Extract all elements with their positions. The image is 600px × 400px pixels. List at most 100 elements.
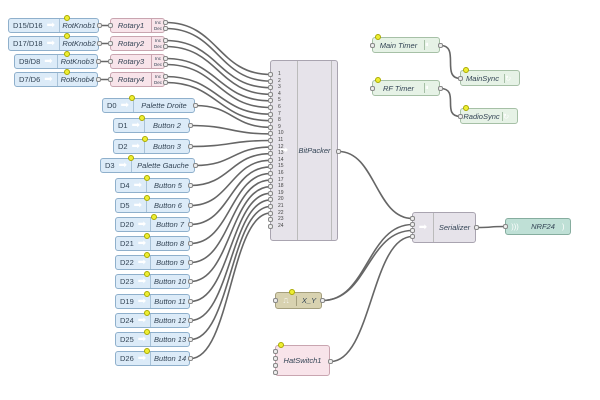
nrf24-input-port[interactable] — [503, 224, 508, 229]
rotary-knob-node[interactable]: D17/D18➡ RotKnob2 — [8, 33, 102, 51]
xy-node[interactable]: ⎍ X_Y — [273, 289, 325, 309]
serializer-input-port[interactable] — [410, 228, 415, 233]
button-output-port[interactable] — [188, 123, 193, 128]
bitpacker-input-port[interactable] — [268, 131, 273, 137]
button-node[interactable]: D4➡ Button 5 — [115, 175, 193, 193]
bitpacker-input-port[interactable] — [268, 157, 273, 163]
rotary-knob-node[interactable]: D7/D6➡ RotKnob4 — [14, 69, 101, 87]
serializer-output-port[interactable] — [474, 225, 479, 230]
bitpacker-input-port[interactable] — [268, 138, 273, 143]
bitpacker-input-port[interactable] — [268, 98, 273, 104]
timer-input-port[interactable] — [370, 43, 375, 48]
timer-node[interactable]: Main Timer ⏸ — [370, 34, 443, 53]
button-output-port[interactable] — [188, 144, 193, 149]
button-output-port[interactable] — [188, 318, 193, 323]
hatswitch-input-port[interactable] — [273, 349, 278, 354]
knob-output-port[interactable] — [97, 23, 102, 28]
button-output-port[interactable] — [188, 260, 193, 265]
bitpacker-input-port[interactable] — [268, 151, 273, 157]
timer-output-port[interactable] — [438, 86, 443, 91]
button-node[interactable]: D25➡ Button 13 — [115, 329, 193, 347]
bitpacker-input-port[interactable] — [268, 217, 273, 223]
bitpacker-input-port[interactable] — [268, 111, 273, 117]
rotary-inc-port[interactable] — [163, 74, 168, 79]
bitpacker-input-port[interactable] — [268, 164, 273, 170]
button-node[interactable]: D3➡ Palette Gauche — [100, 155, 198, 173]
button-node[interactable]: D20➡ Button 7 — [115, 214, 193, 232]
sync-input-port[interactable] — [458, 114, 463, 119]
bitpacker-input-port[interactable] — [268, 210, 273, 216]
button-output-port[interactable] — [188, 183, 193, 188]
button-output-port[interactable] — [188, 203, 193, 208]
serializer-node[interactable]: ➡ Serializer — [410, 212, 479, 243]
bitpacker-input-port[interactable] — [268, 118, 273, 124]
hatswitch-input-port[interactable] — [273, 356, 278, 361]
rotary-knob-node[interactable]: D9/D8➡ RotKnob3 — [14, 51, 101, 69]
bitpacker-input-port[interactable] — [268, 72, 273, 77]
rotary-inc-port[interactable] — [163, 20, 168, 25]
button-node[interactable]: D5➡ Button 6 — [115, 195, 193, 213]
bitpacker-input-port[interactable] — [268, 204, 273, 209]
button-node[interactable]: D1➡ Button 2 — [113, 115, 193, 133]
button-output-port[interactable] — [188, 356, 193, 361]
sync-node[interactable]: RadioSync ↻ — [458, 105, 518, 124]
rotary-dec-port[interactable] — [163, 26, 168, 31]
button-output-port[interactable] — [193, 163, 198, 168]
hatswitch-input-port[interactable] — [273, 370, 278, 375]
sync-input-port[interactable] — [458, 76, 463, 81]
button-node[interactable]: D23➡ Button 10 — [115, 271, 193, 289]
rotary-dec-port[interactable] — [163, 44, 168, 49]
bitpacker-input-port[interactable] — [268, 223, 273, 229]
rotary-knob-node[interactable]: D15/D16➡ RotKnob1 — [8, 15, 102, 33]
button-output-port[interactable] — [188, 299, 193, 304]
knob-output-port[interactable] — [97, 41, 102, 46]
xy-output-port[interactable] — [320, 298, 325, 303]
bitpacker-input-port[interactable] — [268, 197, 273, 203]
button-node[interactable]: D2➡ Button 3 — [113, 136, 193, 154]
bitpacker-input-port[interactable] — [268, 184, 273, 190]
bitpacker-input-port[interactable] — [268, 78, 273, 84]
bitpacker-input-port[interactable] — [268, 124, 273, 130]
rotary-inc-port[interactable] — [163, 56, 168, 61]
sync-node[interactable]: MainSync ↻ — [458, 67, 520, 86]
nrf24-node[interactable]: ))) NRF24 ) — [503, 218, 571, 235]
timer-node[interactable]: RF Timer ⏸ — [370, 77, 443, 96]
serializer-input-port[interactable] — [410, 222, 415, 227]
timer-output-port[interactable] — [438, 43, 443, 48]
timer-input-port[interactable] — [370, 86, 375, 91]
bitpacker-input-port[interactable] — [268, 144, 273, 150]
button-output-port[interactable] — [188, 337, 193, 342]
rotary-dec-port[interactable] — [163, 80, 168, 85]
xy-input-port[interactable] — [273, 298, 278, 303]
button-node[interactable]: D22➡ Button 9 — [115, 252, 193, 270]
rotary-input-port[interactable] — [108, 41, 113, 46]
rotary-input-port[interactable] — [108, 23, 113, 28]
button-output-port[interactable] — [188, 222, 193, 227]
rotary-input-port[interactable] — [108, 77, 113, 82]
bitpacker-input-port[interactable] — [268, 171, 273, 176]
button-node[interactable]: D24➡ Button 12 — [115, 310, 193, 328]
button-output-port[interactable] — [193, 103, 198, 108]
knob-output-port[interactable] — [96, 77, 101, 82]
button-output-port[interactable] — [188, 241, 193, 246]
button-node[interactable]: D26➡ Button 14 — [115, 348, 193, 366]
bitpacker-input-port[interactable] — [268, 91, 273, 97]
button-output-port[interactable] — [188, 279, 193, 284]
rotary-input-port[interactable] — [108, 59, 113, 64]
button-node[interactable]: D21➡ Button 8 — [115, 233, 193, 251]
bitpacker-input-port[interactable] — [268, 177, 273, 183]
bitpacker-output-port[interactable] — [336, 149, 341, 154]
serializer-input-port[interactable] — [410, 216, 415, 221]
bitpacker-input-port[interactable] — [268, 190, 273, 196]
hatswitch-input-port[interactable] — [273, 363, 278, 368]
rotary-inc-port[interactable] — [163, 38, 168, 43]
hatswitch-node[interactable]: HatSwitch1 — [273, 342, 333, 376]
button-node[interactable]: D0➡ Palette Droite — [102, 95, 198, 113]
serializer-input-port[interactable] — [410, 234, 415, 239]
bitpacker-input-port[interactable] — [268, 105, 273, 110]
